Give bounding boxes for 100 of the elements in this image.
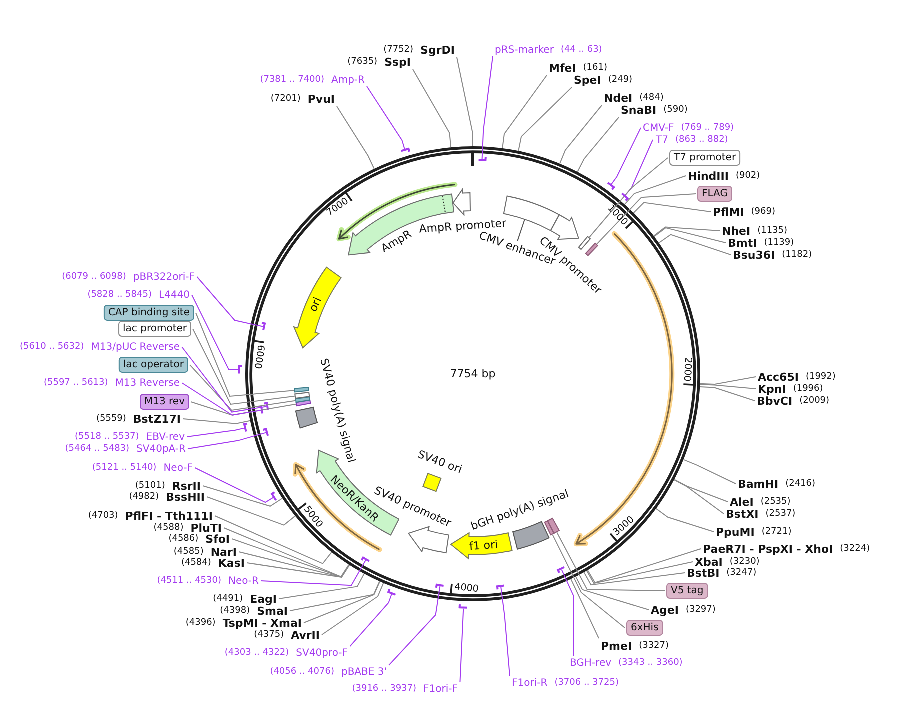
site-label: (4398) SmaI — [220, 604, 288, 618]
leader-line — [214, 516, 332, 564]
primer-label: (4056 .. 4076) pBABE 3' — [270, 666, 387, 678]
primer-mark — [263, 428, 270, 436]
leader-line — [518, 87, 572, 152]
site-label: NheI (1135) — [722, 224, 788, 238]
site-label: (5559) BstZ17I — [96, 412, 181, 426]
feature-tag: lac operator — [118, 357, 188, 373]
leader-line — [502, 75, 548, 149]
site-label: (4588) PluTI — [154, 522, 222, 534]
leader-line — [304, 581, 381, 624]
site-label: BmtI (1139) — [728, 236, 794, 250]
site-label: (4703) PflFI - Tth111I — [88, 510, 213, 522]
leader-line — [238, 552, 350, 578]
leader-line — [224, 528, 350, 578]
primer-mark — [401, 148, 410, 152]
leader-line — [192, 328, 296, 406]
site-label: (4396) TspMI - XmaI — [186, 616, 302, 630]
feature-tag: V5 tag — [666, 583, 708, 599]
primer-mark — [264, 402, 270, 410]
leader-line — [656, 508, 714, 532]
site-label: Bsu36I (1182) — [733, 248, 812, 262]
leader-line — [700, 376, 756, 385]
site-label: AleI (2535) — [730, 496, 791, 508]
primer-label: (4511 .. 4530) Neo-R — [157, 576, 259, 586]
primer-mark — [262, 322, 266, 331]
primer-mark — [496, 584, 505, 590]
site-label: SnaBI (590) — [621, 104, 688, 116]
feature-block — [578, 236, 591, 250]
leader-line — [182, 382, 262, 416]
site-label: MfeI (161) — [549, 62, 608, 74]
primer-label: CMV-F (769 .. 789) — [643, 122, 734, 134]
sequence-length: 7754 bp — [450, 368, 496, 380]
primer-mark — [258, 406, 264, 414]
directional-feature: ori — [294, 266, 342, 348]
leader-line — [190, 402, 297, 416]
primer-mark — [621, 192, 629, 202]
leader-line — [456, 57, 474, 147]
primer-mark — [435, 584, 444, 588]
feature-box: SV40 ori — [416, 448, 464, 492]
site-label: (5101) RsrII — [135, 480, 201, 492]
site-label: (4586) SfoI — [168, 532, 230, 546]
feature-tag: FLAG — [698, 186, 732, 202]
feature-tag: CAP binding site — [104, 305, 194, 321]
leader-line — [388, 586, 441, 666]
feature-block — [294, 387, 310, 393]
leader-line — [552, 534, 626, 628]
primer-label: (5121 .. 5140) Neo-F — [92, 462, 193, 474]
primer-mark — [458, 604, 468, 609]
primer-label: (7381 .. 7400) Amp-R — [260, 74, 365, 86]
feature-tag: T7 promoter — [670, 150, 741, 166]
site-label: PaeR7I - PspXI - XhoI (3224) — [703, 542, 870, 556]
primer-mark — [478, 157, 487, 162]
site-label: NdeI (484) — [604, 92, 664, 104]
leader-line — [611, 128, 642, 185]
leader-line — [412, 69, 452, 148]
primer-label: T7 (863 .. 882) — [656, 134, 728, 146]
position-number: 4000 — [454, 582, 480, 596]
leader-line — [654, 227, 726, 244]
feature-block — [544, 520, 555, 536]
directional-feature: f1 ori — [450, 532, 513, 560]
leader-line — [206, 496, 296, 526]
leader-line — [336, 106, 375, 170]
leader-line — [596, 194, 696, 245]
leader-line — [188, 432, 267, 450]
primer-mark — [361, 556, 370, 562]
leader-line — [202, 486, 284, 507]
primer-label: (5597 .. 5613) M13 Reverse — [44, 378, 180, 388]
leader-line — [182, 418, 251, 424]
feature-block — [295, 396, 311, 403]
position-number: 2000 — [681, 357, 694, 382]
primer-label: pRS-marker (44 .. 63) — [495, 44, 602, 56]
primer-label: (3916 .. 3937) F1ori-F — [352, 684, 458, 694]
leader-line — [366, 86, 406, 150]
site-label: (7201) PvuI — [270, 92, 335, 106]
primer-label: F1ori-R (3706 .. 3725) — [512, 678, 619, 688]
site-label: PflMI (969) — [713, 206, 776, 218]
leader-line — [633, 202, 712, 214]
primer-label: (4303 .. 4322) SV40pro-F — [224, 648, 348, 658]
leader-line — [196, 276, 264, 328]
primer-mark — [244, 422, 248, 432]
leader-line — [290, 581, 380, 612]
primer-label: (5518 .. 5537) EBV-rev — [75, 432, 185, 442]
feature-block — [294, 392, 310, 399]
leader-line — [587, 548, 702, 584]
primer-label: (5828 .. 5845) L4440 — [88, 290, 190, 300]
site-label: (7752) SgrDI — [384, 44, 455, 56]
site-label: (4982) BssHII — [129, 490, 205, 504]
leader-line — [683, 459, 736, 484]
site-label: Acc65I (1992) — [758, 370, 836, 384]
site-label: (7635) SspI — [348, 56, 411, 68]
site-label: XbaI (3230) — [695, 556, 760, 568]
leader-line — [192, 294, 238, 370]
leader-line — [570, 578, 600, 639]
leader-line — [584, 572, 686, 586]
leader-line — [700, 386, 756, 402]
feature-tag: M13 rev — [140, 394, 190, 410]
leader-line — [232, 538, 350, 578]
site-label: KpnI (1996) — [758, 382, 824, 396]
leader-line — [577, 117, 620, 172]
